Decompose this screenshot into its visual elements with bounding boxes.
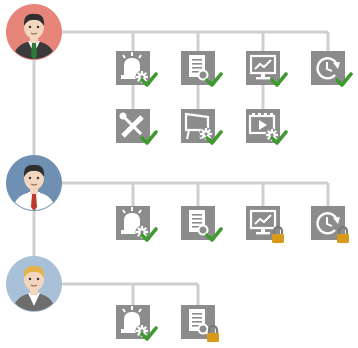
permission-tile[interactable] (311, 51, 353, 87)
tools-pencil-icon (119, 112, 144, 138)
granted-check-icon (335, 72, 353, 87)
granted-check-icon (205, 227, 223, 242)
timer-refresh-icon (316, 57, 340, 80)
document-search-icon (189, 309, 210, 336)
avatar-supervisor[interactable] (6, 155, 62, 213)
permission-tile[interactable] (181, 305, 219, 342)
granted-check-icon (140, 72, 158, 87)
permission-tile[interactable] (181, 109, 223, 145)
video-settings-icon (248, 113, 279, 142)
avatar-manager[interactable] (6, 4, 62, 62)
permission-tile[interactable] (116, 109, 158, 145)
permission-tile[interactable] (116, 51, 158, 87)
alarm-settings-icon (121, 306, 149, 338)
chart-monitor-icon (249, 54, 277, 80)
alarm-settings-icon (121, 207, 149, 239)
chart-monitor-icon (249, 209, 277, 235)
locked-padlock-icon (337, 225, 349, 243)
granted-check-icon (140, 227, 158, 242)
granted-check-icon (270, 72, 288, 87)
permission-tile[interactable] (181, 206, 223, 242)
document-search-icon (189, 210, 210, 237)
permission-tile[interactable] (246, 51, 288, 87)
permission-tile[interactable] (181, 51, 223, 87)
avatar-operator[interactable] (6, 256, 62, 314)
permission-tile[interactable] (246, 109, 288, 145)
granted-check-icon (205, 72, 223, 87)
granted-check-icon (140, 326, 158, 341)
locked-padlock-icon (272, 225, 284, 243)
granted-check-icon (270, 130, 288, 145)
permission-tile[interactable] (246, 206, 284, 243)
timer-refresh-icon (316, 212, 340, 235)
locked-padlock-icon (207, 324, 219, 342)
permission-tile[interactable] (116, 305, 158, 341)
granted-check-icon (140, 130, 158, 145)
permission-tile[interactable] (116, 206, 158, 242)
granted-check-icon (205, 130, 223, 145)
alarm-settings-icon (121, 52, 149, 84)
permission-tile[interactable] (311, 206, 349, 243)
